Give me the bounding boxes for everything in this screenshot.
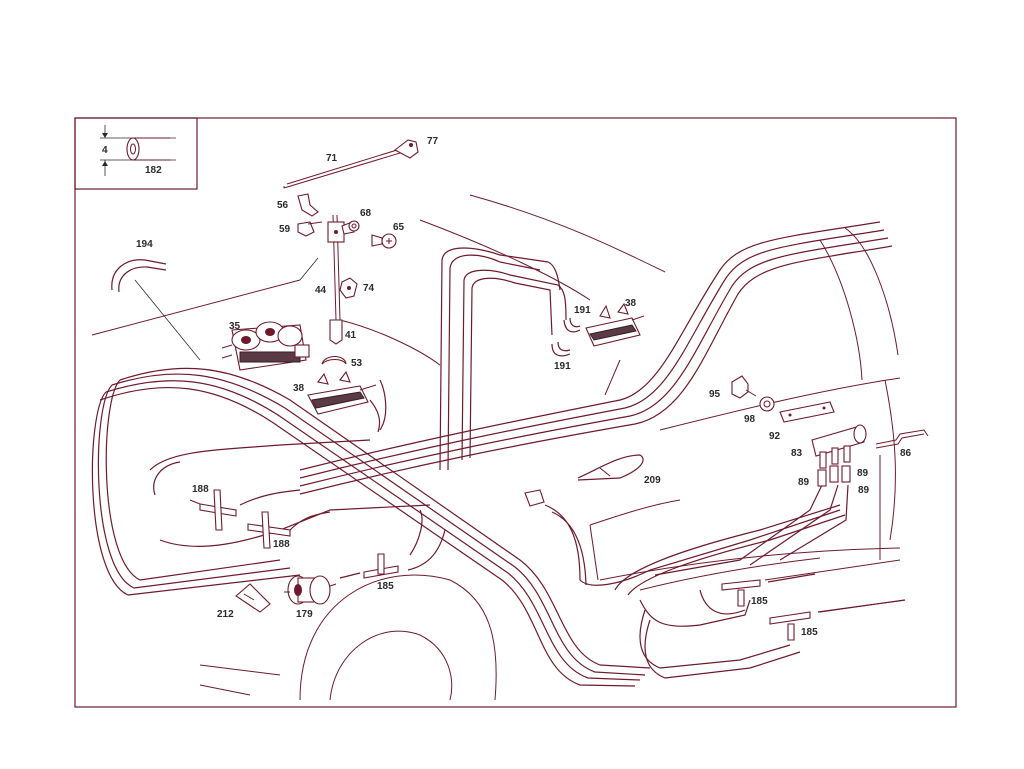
actuator-38-left: [307, 370, 377, 415]
legend-box: 4 182: [74, 117, 198, 190]
callout-188-upper: 188: [192, 484, 209, 495]
callout-68: 68: [360, 208, 372, 219]
callout-86: 86: [900, 448, 912, 459]
callout-194: 194: [136, 239, 153, 250]
callout-89-upper: 89: [857, 468, 869, 479]
cable-tie-209: [577, 454, 644, 481]
callout-185-mid: 185: [751, 596, 768, 607]
linkage-rod: [283, 139, 419, 189]
diagram-frame: [74, 117, 957, 708]
hose-bundle: [91, 221, 906, 687]
callout-44: 44: [315, 285, 327, 296]
callout-38-right: 38: [625, 298, 637, 309]
callout-89-right: 89: [858, 485, 870, 496]
legend-part-label: 182: [145, 165, 162, 176]
callout-65: 65: [393, 222, 405, 233]
cross-fittings-188: [199, 489, 291, 549]
actuator-38-right: [585, 302, 645, 347]
callout-59: 59: [279, 224, 291, 235]
valve-block-35: [221, 321, 310, 371]
fitting-group-right: [731, 375, 929, 487]
callout-77: 77: [427, 136, 439, 147]
callout-185-right: 185: [801, 627, 818, 638]
callout-191-upper: 191: [574, 305, 591, 316]
callout-35: 35: [229, 321, 241, 332]
callout-74: 74: [363, 283, 375, 294]
callout-41: 41: [345, 330, 357, 341]
callout-56: 56: [277, 200, 289, 211]
inline-connector: [524, 489, 545, 507]
control-arm: [321, 214, 397, 365]
callout-92: 92: [769, 431, 781, 442]
callout-89-left: 89: [798, 477, 810, 488]
t-fittings-185: [363, 553, 811, 641]
callout-71: 71: [326, 153, 338, 164]
callout-209: 209: [644, 475, 661, 486]
clamp-212: [235, 583, 271, 613]
hose-piece-194: [111, 259, 201, 361]
callout-53: 53: [351, 358, 363, 369]
elbow-191: [551, 317, 581, 357]
callout-83: 83: [791, 448, 803, 459]
callout-191-lower: 191: [554, 361, 571, 372]
legend-dimension-label: 4: [102, 145, 108, 156]
vehicle-body-outline: [91, 194, 906, 701]
callout-188-lower: 188: [273, 539, 290, 550]
callout-labels: 77 71 56 68 65 59 194 44 74 35 41 53 38 …: [136, 136, 912, 638]
callout-179: 179: [296, 609, 313, 620]
bracket-parts: [297, 193, 323, 237]
callout-98: 98: [744, 414, 756, 425]
callout-185-left: 185: [377, 581, 394, 592]
callout-38-left: 38: [293, 383, 305, 394]
filter-179: [284, 575, 337, 605]
callout-212: 212: [217, 609, 234, 620]
callout-95: 95: [709, 389, 721, 400]
